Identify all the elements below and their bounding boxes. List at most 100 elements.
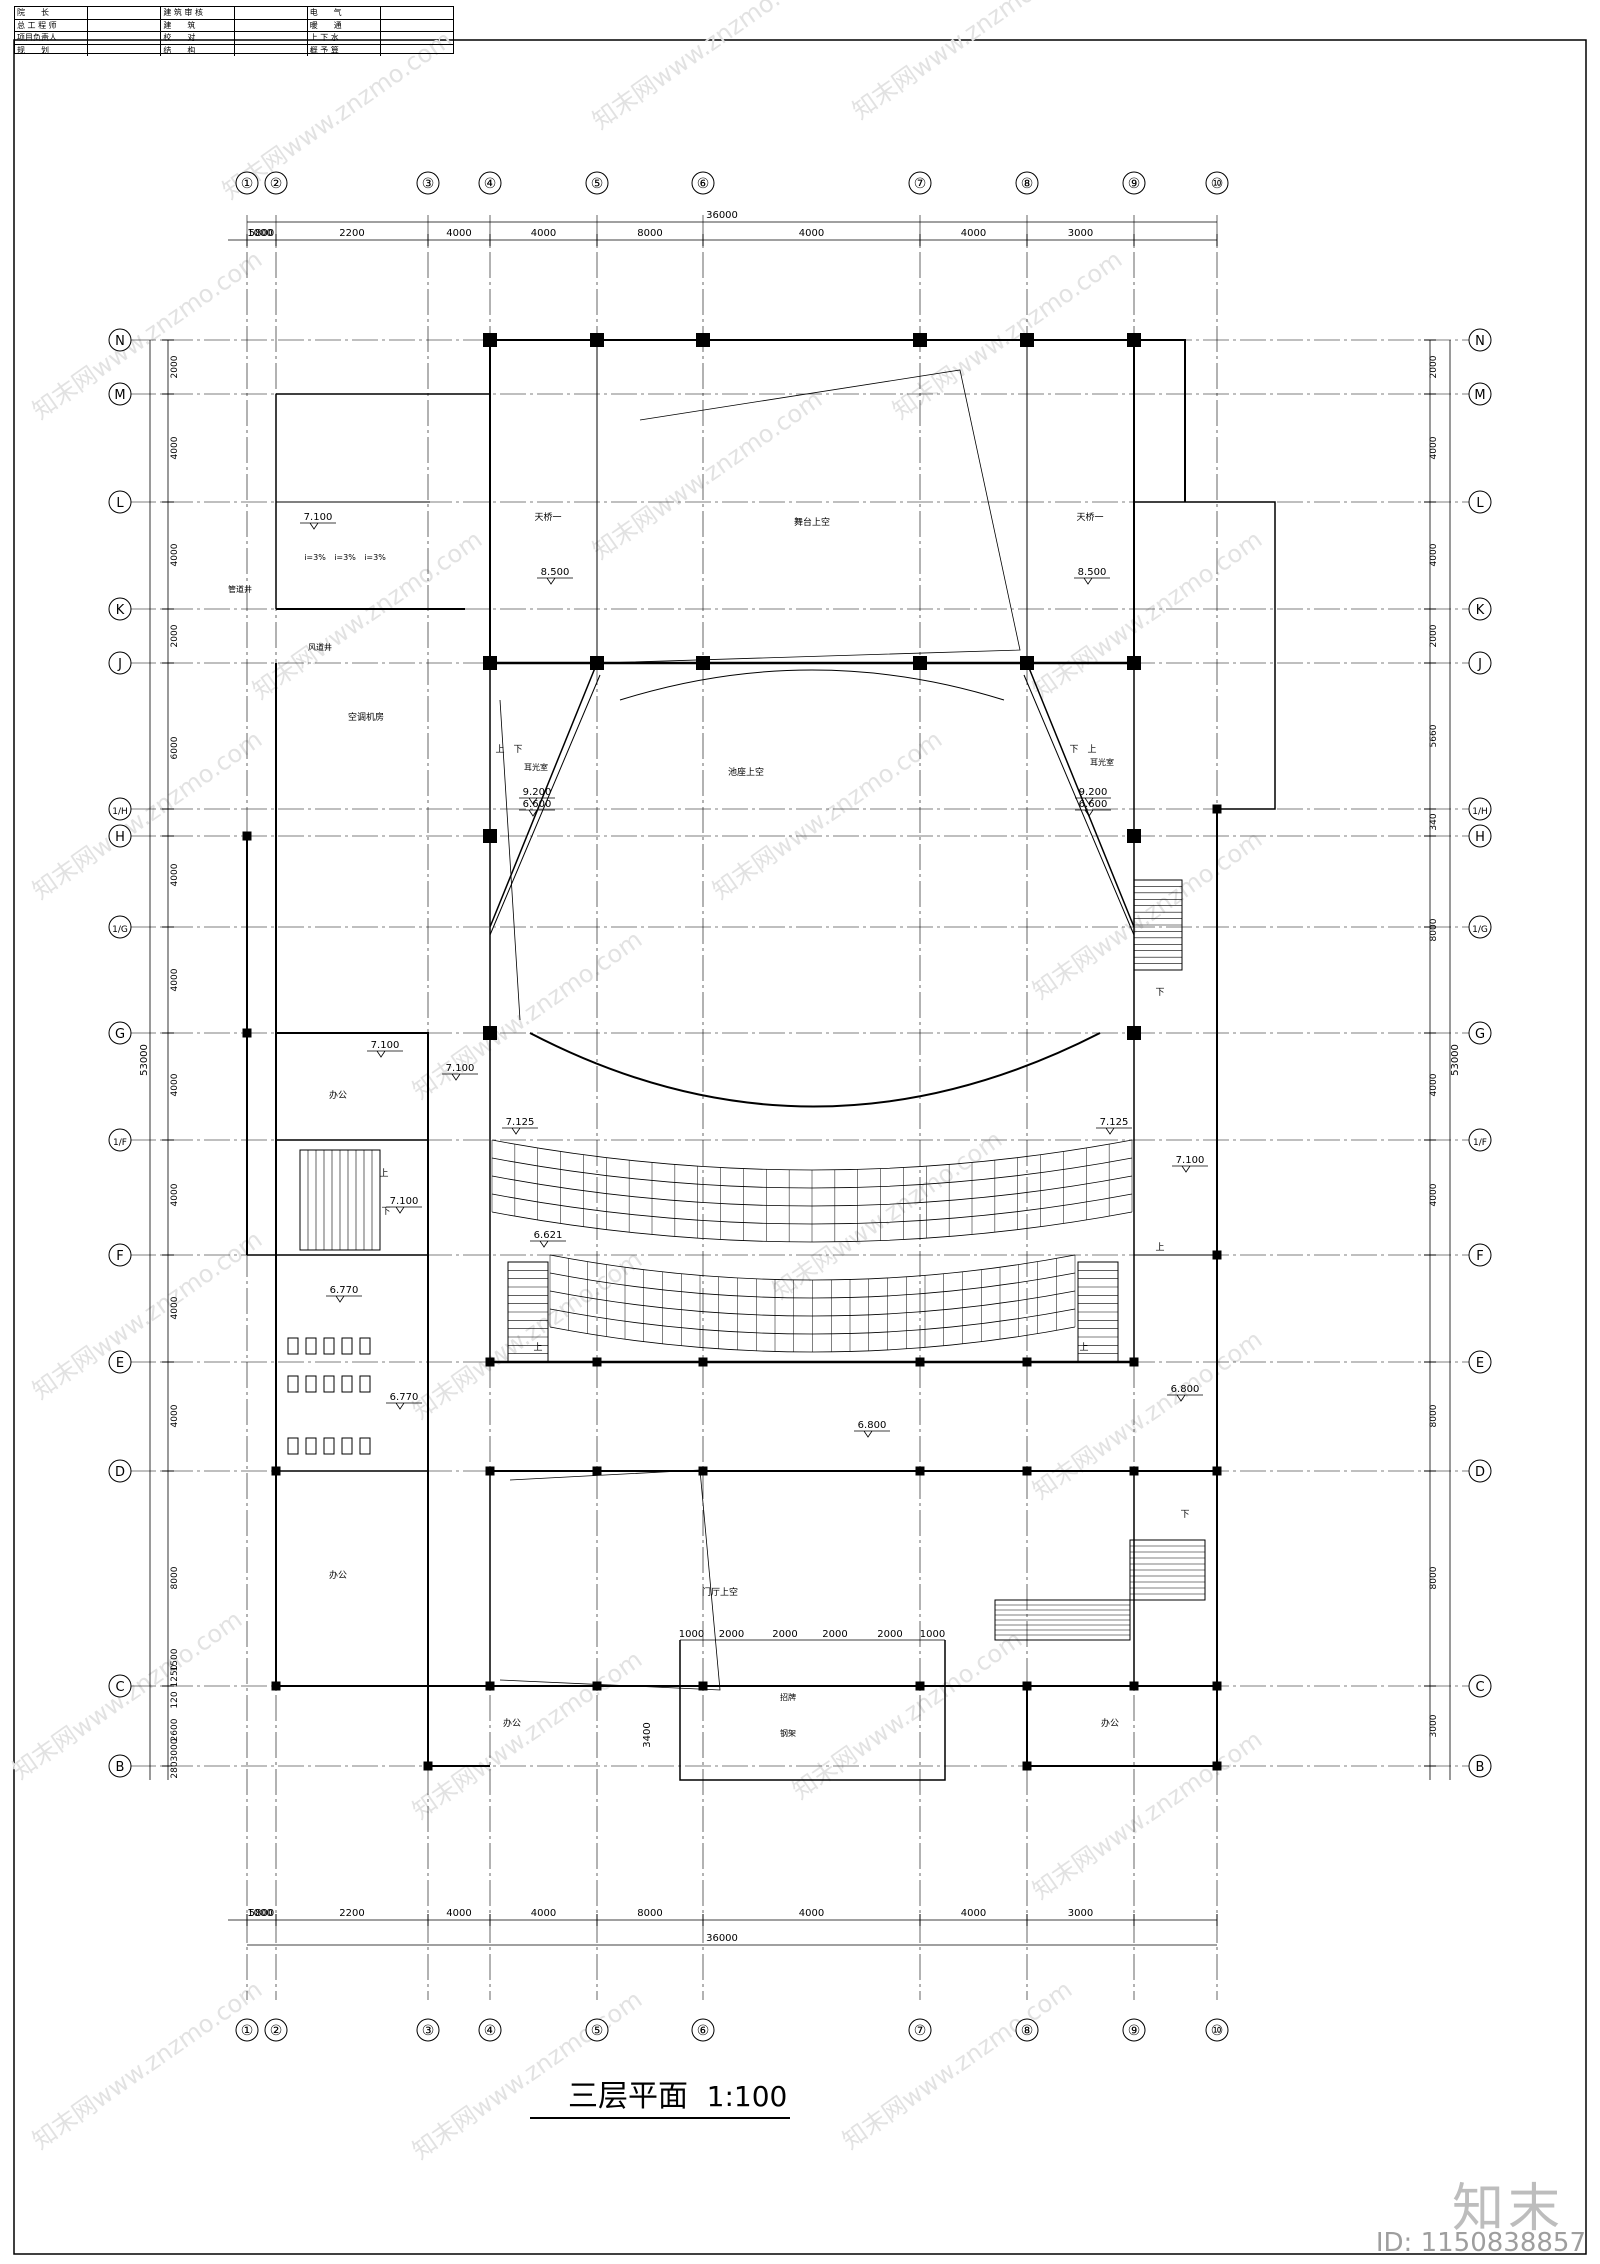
column [1212, 1250, 1222, 1260]
room-label: 上 [1155, 1242, 1164, 1253]
axis-bubble-col [1122, 2018, 1146, 2042]
toilet-stall [287, 1437, 299, 1455]
axis-label-row: B [116, 1760, 125, 1775]
column [1022, 1466, 1032, 1476]
dim-text-left: 4000 [170, 863, 180, 886]
dim-text-left: 4000 [170, 543, 180, 566]
column [1212, 804, 1222, 814]
axis-label-row: F [116, 1249, 123, 1264]
wall-splay-east-inner [1023, 674, 1135, 936]
dim-text-left: 8000 [170, 1566, 180, 1589]
axis-bubble-col [1015, 171, 1039, 195]
axis-bubble-col [585, 171, 609, 195]
watermark-text: 知末网www.znzmo.com [27, 1225, 267, 1405]
axis-label-row: H [1475, 830, 1485, 845]
dim-text: 2200 [339, 1908, 364, 1919]
watermark-logo: 知末 [1451, 2179, 1564, 2239]
axis-bubble-row [108, 1021, 132, 1045]
toilet-stall [359, 1437, 371, 1455]
axis-label-col: ① [241, 176, 254, 192]
room-label: 天桥一 [1076, 511, 1103, 523]
title-block-cell: 建 筑 [161, 19, 235, 31]
dim-text: 4000 [961, 1908, 986, 1919]
axis-bubble-row [1468, 1754, 1492, 1778]
elevation-mark: 7.100 [304, 512, 333, 523]
watermark-text: 知末网www.znzmo.com [837, 1975, 1077, 2155]
axis-label-col: ⑧ [1021, 2023, 1034, 2039]
toilet-stall [305, 1337, 317, 1355]
room-label: 上 [379, 1168, 388, 1179]
column [483, 1026, 497, 1040]
dim-text: 3000 [1068, 1908, 1093, 1919]
axis-bubble-col [908, 171, 932, 195]
dim-text: 8000 [637, 228, 662, 239]
axis-label-row: K [116, 603, 125, 618]
axis-label-row: F [1476, 1249, 1483, 1264]
axis-label-row: L [116, 496, 124, 511]
room-label: 上 [533, 1342, 542, 1353]
room-label: 上 [1087, 744, 1096, 755]
axis-label-col: ⑦ [914, 176, 927, 192]
axis-label-col: ⑧ [1021, 176, 1034, 192]
axis-bubble-row [1468, 490, 1492, 514]
axis-bubble-row [108, 1350, 132, 1374]
balcony-edge [529, 1032, 1101, 1108]
axis-label-row: D [1475, 1465, 1485, 1480]
elevation-mark: 6.800 [858, 1420, 887, 1431]
watermark-text: 知末网www.znzmo.com [27, 725, 267, 905]
axis-label-row: 1/G [112, 925, 128, 935]
axis-label-col: ① [241, 2023, 254, 2039]
dim-text: 5800 [249, 1908, 274, 1919]
dim-text-left: 280 [170, 1761, 180, 1778]
dim-text: 4000 [531, 228, 556, 239]
dim-text-left: 2000 [170, 624, 180, 647]
room-label: 下 [381, 1207, 390, 1217]
title-block-row: 规 划结 构概 予 算 [15, 44, 453, 56]
watermark-text: 知末网www.znzmo.com [847, 0, 1087, 125]
axis-bubble-row [108, 797, 132, 821]
dim-text-right: 8000 [1429, 1566, 1439, 1589]
watermark-text: 知末网www.znzmo.com [587, 0, 827, 135]
drawing-scale: 1:100 [707, 2080, 788, 2113]
column [1022, 1681, 1032, 1691]
axis-label-col: ② [270, 2023, 283, 2039]
column [485, 1357, 495, 1367]
dim-text-left: 4000 [170, 1296, 180, 1319]
axis-bubble-row [108, 651, 132, 675]
dim-text-left: 4000 [170, 436, 180, 459]
axis-bubble-col [908, 2018, 932, 2042]
axis-bubble-row [1468, 382, 1492, 406]
column [696, 656, 710, 670]
dim-text-left: 1500 [170, 1648, 180, 1671]
column [271, 1466, 281, 1476]
elevation-symbol [1075, 797, 1111, 805]
wall-splay-west-inner [489, 674, 601, 936]
axis-label-col: ⑤ [591, 176, 604, 192]
axis-label-row: N [115, 334, 125, 349]
dim-text: 3000 [1068, 228, 1093, 239]
column [1022, 1357, 1032, 1367]
column [1212, 1761, 1222, 1771]
dim-text: 8000 [637, 1908, 662, 1919]
title-block-cell: 校 对 [161, 32, 235, 44]
elevation-mark: 9.200 [523, 787, 552, 798]
elevation-mark: 7.100 [390, 1196, 419, 1207]
axis-bubble-row [108, 1754, 132, 1778]
watermark-text: 知末网www.znzmo.com [1027, 1325, 1267, 1505]
axis-label-col: ⑨ [1128, 176, 1141, 192]
seat-row-arc [491, 1139, 1133, 1171]
axis-label-row: M [1474, 388, 1485, 403]
axis-label-col: ④ [484, 2023, 497, 2039]
dim-total-text: 36000 [706, 210, 738, 221]
column [483, 656, 497, 670]
watermark-text: 知末网www.znzmo.com [27, 1975, 267, 2155]
room-label: 下 [1155, 988, 1164, 998]
dim-text-left: 4000 [170, 1183, 180, 1206]
room-label: 办公 [329, 1089, 347, 1101]
room-label: 办公 [329, 1569, 347, 1581]
column [1127, 656, 1141, 670]
toilet-stall [341, 1337, 353, 1355]
axis-label-row: 1/F [113, 1138, 127, 1148]
